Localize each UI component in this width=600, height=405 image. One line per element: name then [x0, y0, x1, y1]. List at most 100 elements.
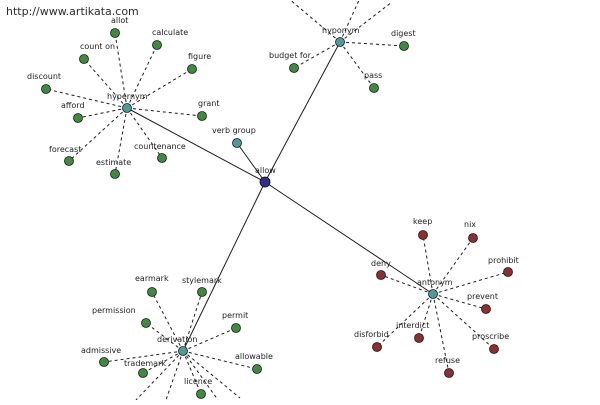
spoke-derivation	[182, 350, 219, 401]
leaf-label-antonym: deny	[371, 259, 391, 268]
spoke-antonym	[432, 271, 509, 295]
leaf-label-derivation: admissive	[81, 346, 121, 355]
hub-label-hyponym: hyponym	[322, 26, 360, 35]
hub-label-derivation: derivation	[157, 335, 197, 344]
spoke-hyponym	[339, 1, 393, 43]
leaf-node-hypernym	[41, 84, 51, 94]
spoke-hypernym	[114, 32, 128, 109]
leaf-node-hypernym	[110, 169, 120, 179]
watermark-url: http://www.artikata.com	[6, 5, 139, 18]
spoke-antonym	[376, 293, 434, 348]
leaf-label-hyponym: digest	[391, 29, 416, 38]
edge-derivation	[182, 181, 266, 352]
edge-hyponym	[264, 41, 341, 183]
leaf-node-hyponym	[399, 41, 409, 51]
spoke-hyponym	[339, 41, 405, 47]
spoke-derivation	[145, 322, 184, 352]
leaf-label-antonym: interdict	[396, 321, 429, 330]
spoke-hyponym	[293, 41, 341, 69]
spoke-derivation	[151, 291, 184, 352]
spoke-hypernym	[45, 88, 128, 109]
leaf-label-antonym: prohibit	[488, 256, 519, 265]
leaf-label-hypernym: estimate	[96, 158, 131, 167]
leaf-node-antonym	[376, 270, 386, 280]
leaf-node-hypernym	[152, 40, 162, 50]
spoke-hypernym	[83, 58, 128, 109]
leaf-node-derivation	[197, 287, 207, 297]
hub-node-hypernym	[122, 103, 132, 113]
edge-antonym	[264, 181, 434, 295]
spoke-hypernym	[77, 107, 128, 119]
leaf-label-hypernym: grant	[198, 99, 219, 108]
leaf-node-antonym	[418, 230, 428, 240]
leaf-label-derivation: permission	[92, 306, 136, 315]
edges-layer	[45, 0, 509, 401]
spoke-derivation	[165, 350, 184, 401]
spoke-antonym	[432, 293, 450, 374]
spoke-antonym	[422, 234, 434, 295]
spoke-derivation	[182, 327, 237, 352]
leaf-label-derivation: permit	[222, 311, 248, 320]
spoke-derivation	[182, 350, 258, 370]
nodes-layer	[41, 28, 513, 399]
hub-node-derivation	[178, 346, 188, 356]
center-label: allow	[255, 166, 276, 175]
leaf-node-hypernym	[73, 113, 83, 123]
hub-node-hyponym	[335, 37, 345, 47]
leaf-label-derivation: allowable	[235, 352, 273, 361]
leaf-node-hyponym	[369, 83, 379, 93]
leaf-label-hyponym: pass	[364, 71, 382, 80]
hub-label-antonym: antonym	[417, 278, 453, 287]
leaf-label-antonym: prevent	[467, 292, 498, 301]
edge-hypernym	[126, 107, 266, 183]
leaf-node-antonym	[503, 267, 513, 277]
spoke-derivation	[182, 291, 203, 352]
hub-node-verb-group	[232, 138, 242, 148]
leaf-label-antonym: refuse	[435, 356, 460, 365]
leaf-node-derivation	[196, 389, 206, 399]
center-node	[259, 176, 271, 188]
leaf-node-antonym	[489, 344, 499, 354]
leaf-label-derivation: stylemark	[182, 276, 222, 285]
leaf-node-antonym	[468, 233, 478, 243]
leaf-label-derivation: trademark	[124, 359, 166, 368]
leaf-label-antonym: proscribe	[472, 332, 509, 341]
spoke-derivation	[103, 350, 184, 363]
edge-verb-group	[236, 142, 266, 183]
leaf-label-antonym: keep	[413, 217, 432, 226]
leaf-node-derivation	[252, 364, 262, 374]
leaf-node-antonym	[444, 368, 454, 378]
leaf-label-derivation: licence	[184, 377, 212, 386]
spoke-derivation	[142, 350, 184, 374]
spoke-derivation	[182, 350, 202, 395]
leaf-node-hypernym	[197, 111, 207, 121]
leaf-label-hypernym: allot	[111, 16, 128, 25]
spoke-hyponym	[339, 0, 360, 43]
leaf-label-hypernym: discount	[27, 72, 61, 81]
leaf-node-hypernym	[187, 64, 197, 74]
leaf-node-hypernym	[64, 156, 74, 166]
spoke-hypernym	[126, 107, 163, 159]
leaf-label-hypernym: afford	[61, 101, 85, 110]
leaf-label-hypernym: countenance	[134, 142, 186, 151]
spoke-antonym	[418, 293, 434, 339]
leaf-node-hyponym	[289, 63, 299, 73]
leaf-node-derivation	[99, 357, 109, 367]
leaf-label-hyponym: budget for	[269, 51, 312, 60]
spoke-hyponym	[289, 0, 341, 43]
leaf-node-hypernym	[157, 153, 167, 163]
hub-node-antonym	[428, 289, 438, 299]
leaf-node-derivation	[138, 368, 148, 378]
spoke-hyponym	[339, 41, 375, 89]
hub-label-hypernym: hypernym	[107, 92, 148, 101]
leaf-label-hypernym: calculate	[152, 28, 188, 37]
spoke-derivation	[182, 350, 241, 399]
leaf-node-hypernym	[110, 28, 120, 38]
spoke-hypernym	[68, 107, 128, 162]
leaf-node-derivation	[231, 323, 241, 333]
leaf-node-antonym	[481, 304, 491, 314]
leaf-label-hypernym: count on	[80, 42, 115, 51]
